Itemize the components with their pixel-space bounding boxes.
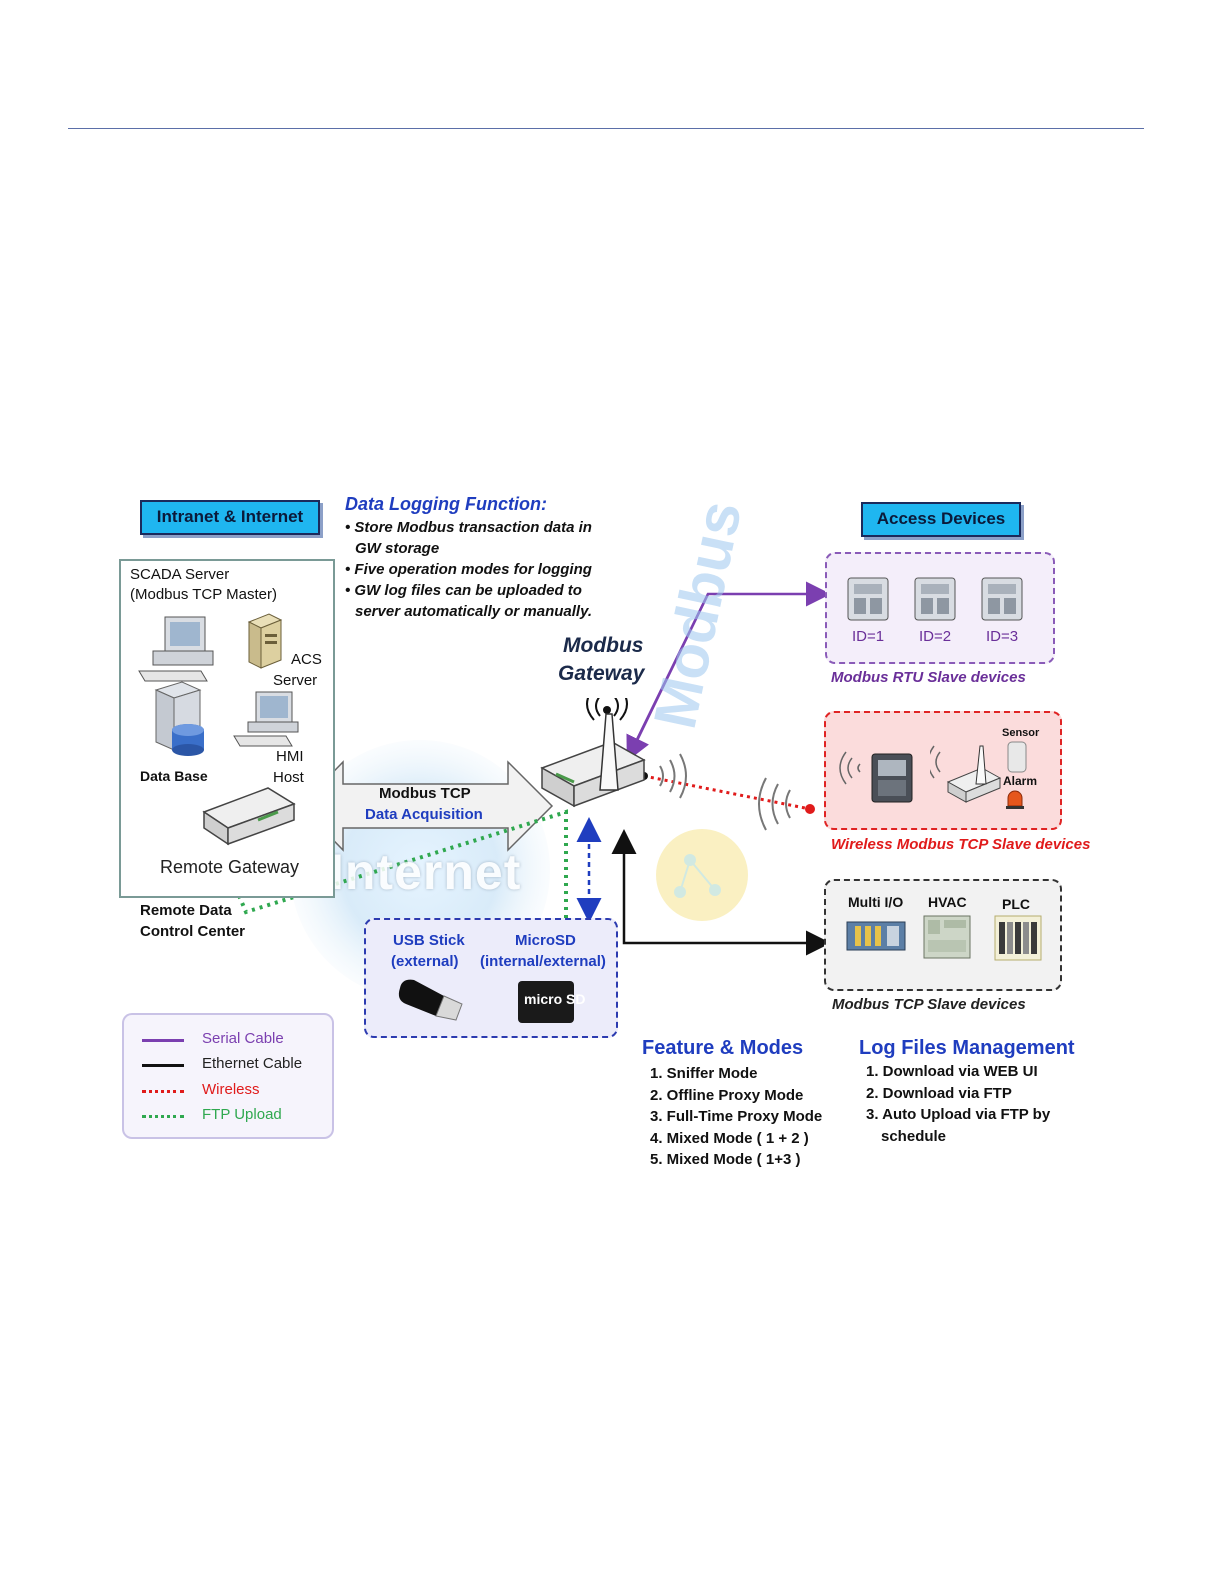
legend-label: Serial Cable <box>202 1030 284 1047</box>
feature-item: 1. Sniffer Mode <box>650 1065 758 1082</box>
legend-item: Serial Cable <box>142 1028 332 1052</box>
gateway-subtitle: Gateway <box>558 662 645 685</box>
wireless-caption: Wireless Modbus TCP Slave devices <box>831 836 1091 853</box>
intranet-internet-tag: Intranet & Internet <box>140 500 320 535</box>
rtu-id-label: ID=3 <box>986 628 1019 645</box>
legend-label: Wireless <box>202 1081 260 1098</box>
log-item: 1. Download via WEB UI <box>866 1063 1038 1080</box>
rtu-id-label: ID=1 <box>852 628 885 645</box>
wireless-gateway-icon <box>930 745 1002 803</box>
log-item: schedule <box>881 1127 947 1145</box>
data-logging-block: Data Logging Function: • Store Modbus tr… <box>345 494 635 622</box>
data-logging-item: server automatically or manually. <box>355 603 593 620</box>
multi-io-icon <box>846 921 906 951</box>
legend-item: FTP Upload <box>142 1104 332 1128</box>
log-item: 3. Auto Upload via FTP by <box>866 1106 1051 1123</box>
tcp-caption: Modbus TCP Slave devices <box>832 996 1026 1013</box>
microsd-sublabel: (internal/external) <box>480 953 606 970</box>
modbus-tcp-label: Modbus TCP <box>379 785 471 802</box>
database-label: Data Base <box>140 768 208 784</box>
data-logging-title: Data Logging Function: <box>345 494 547 514</box>
log-management-list: 1. Download via WEB UI 2. Download via F… <box>866 1061 1050 1147</box>
wireless-endpoint-device <box>805 804 815 814</box>
rtu-id-label: ID=2 <box>919 628 952 645</box>
legend-label: Ethernet Cable <box>202 1055 303 1072</box>
data-logging-item: • Store Modbus transaction data in <box>345 519 592 536</box>
alarm-icon <box>1006 790 1024 809</box>
control-center-label: Remote Data <box>140 902 232 919</box>
feature-item: 2. Offline Proxy Mode <box>650 1086 804 1104</box>
rtu-device-icon <box>914 577 956 621</box>
ethernet-cable-line <box>622 834 831 956</box>
plc-icon <box>994 915 1042 961</box>
internet-watermark-text: Internet <box>330 844 522 900</box>
alarm-label: Alarm <box>1003 774 1038 788</box>
scada-server-label: SCADA Server <box>130 566 230 583</box>
legend-swatch <box>142 1064 184 1067</box>
microsd-card-icon: micro SD <box>518 981 585 1023</box>
feature-item: 3. Full-Time Proxy Mode <box>650 1108 823 1125</box>
gateway-title: Modbus <box>563 634 644 657</box>
ftp-upload-line <box>188 783 568 918</box>
rtu-caption: Modbus RTU Slave devices <box>831 669 1026 686</box>
microsd-label: MicroSD <box>515 932 576 949</box>
sensor-label: Sensor <box>1002 727 1040 739</box>
wireless-line <box>643 774 811 811</box>
legend-swatch <box>142 1090 184 1093</box>
log-item: 2. Download via FTP <box>866 1084 1012 1102</box>
modbus-tcp-double-arrow <box>298 760 554 852</box>
microsd-logo-text: micro SD <box>524 991 586 1007</box>
sensor-icon <box>1007 741 1027 773</box>
usb-sublabel: (external) <box>391 953 459 970</box>
scada-server-sublabel: (Modbus TCP Master) <box>130 586 277 603</box>
feature-item: 4. Mixed Mode ( 1 + 2 ) <box>650 1129 809 1147</box>
legend-item: Wireless <box>142 1079 332 1103</box>
wireless-waves-icon <box>659 753 791 831</box>
acs-label: ACS <box>291 651 322 668</box>
hmi-host-icon <box>233 691 299 747</box>
modbus-gateway-icon <box>540 698 646 808</box>
hmi-label: HMI <box>276 748 304 765</box>
rtu-device-icon <box>847 577 889 621</box>
tcp-device-label: HVAC <box>928 894 967 910</box>
serial-cable-arrowhead-line <box>626 593 710 762</box>
tcp-device-label: Multi I/O <box>848 894 904 910</box>
remote-gateway-label: Remote Gateway <box>160 857 300 877</box>
data-logging-item: • GW log files can be uploaded to <box>345 582 582 599</box>
modbus-watermark-icon <box>656 829 748 921</box>
legend-swatch <box>142 1115 184 1118</box>
features-title: Feature & Modes <box>642 1037 804 1059</box>
feature-item: 5. Mixed Mode ( 1+3 ) <box>650 1151 801 1168</box>
pc-icon <box>138 616 214 682</box>
control-center-sublabel: Control Center <box>140 923 245 940</box>
legend-swatch <box>142 1039 184 1042</box>
tcp-device-label: PLC <box>1002 896 1030 912</box>
hmi-sublabel: Host <box>273 769 304 786</box>
remote-gateway-icon <box>202 787 296 846</box>
access-devices-tag: Access Devices <box>861 502 1021 537</box>
features-list: 1. Sniffer Mode 2. Offline Proxy Mode 3.… <box>650 1063 822 1171</box>
legend-label: FTP Upload <box>202 1106 282 1123</box>
rtu-device-icon <box>981 577 1023 621</box>
usb-label: USB Stick <box>393 932 465 949</box>
data-acquisition-label: Data Acquisition <box>365 806 483 823</box>
data-logging-item: • Five operation modes for logging <box>345 561 592 578</box>
database-icon <box>154 681 204 756</box>
legend-box: Serial Cable Ethernet Cable Wireless FTP… <box>122 1013 334 1139</box>
header-rule <box>68 128 1144 129</box>
hvac-icon <box>923 915 971 959</box>
data-logging-item: GW storage <box>355 540 440 557</box>
acs-server-icon <box>247 613 283 669</box>
storage-box <box>364 918 618 1038</box>
legend-item: Ethernet Cable <box>142 1053 332 1077</box>
wireless-meter-icon <box>839 751 913 803</box>
usb-stick-icon <box>398 979 463 1021</box>
log-management-title: Log Files Management <box>859 1037 1075 1059</box>
acs-sublabel: Server <box>273 672 318 689</box>
